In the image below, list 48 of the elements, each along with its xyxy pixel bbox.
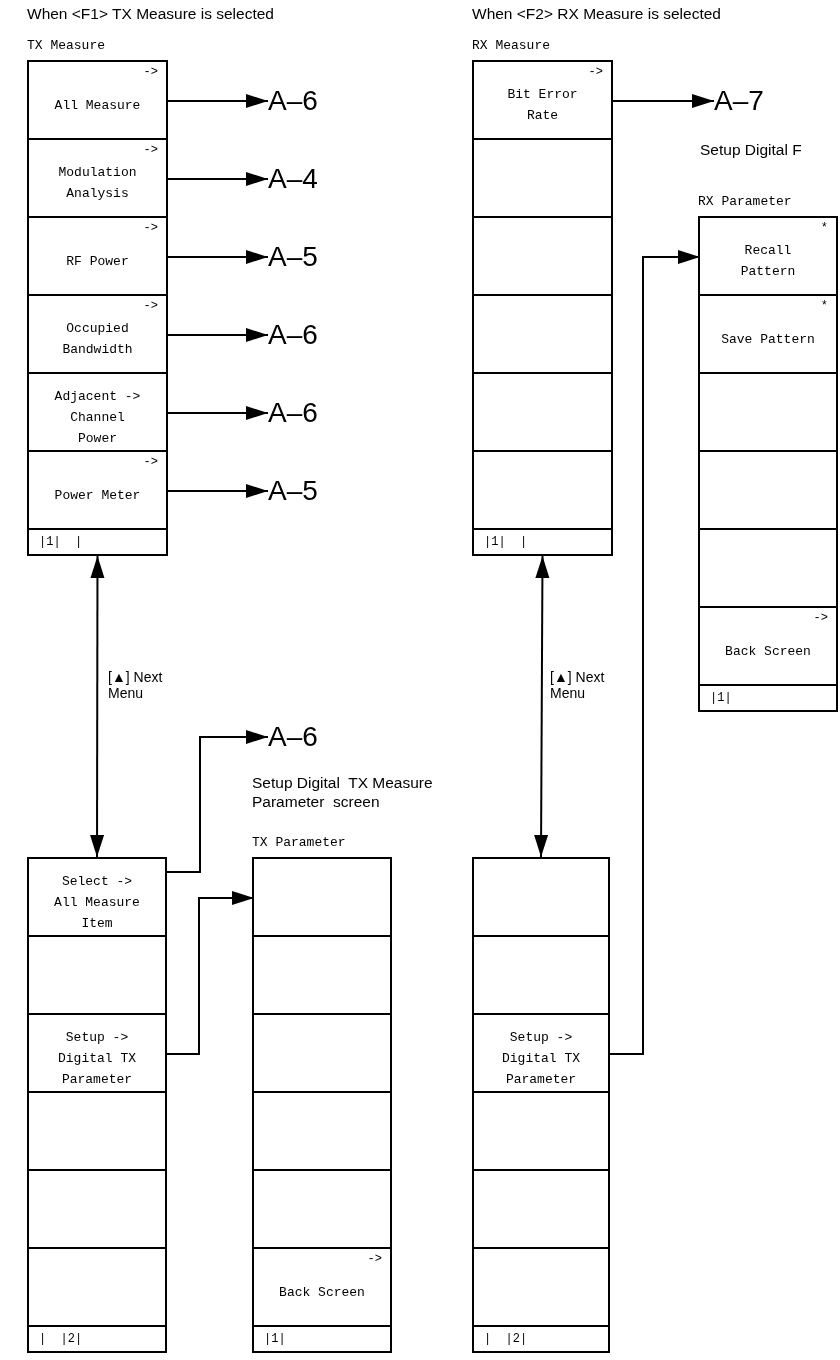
softkey-label: Power Meter: [54, 486, 141, 505]
softkey-mark: ->: [143, 454, 158, 470]
softkey-mark: ->: [813, 610, 828, 626]
menu-title: TX Parameter: [252, 835, 346, 850]
page-indicator: |1|: [264, 1332, 286, 1346]
softkey-mark: *: [820, 220, 828, 236]
page-reference: A–5: [268, 241, 318, 273]
page-reference: A–4: [268, 163, 318, 195]
softkey-label: Back Screen: [279, 1283, 365, 1302]
softkey-label: Bit Error Rate: [506, 86, 579, 125]
arrow: [90, 555, 105, 858]
softkey-mark: ->: [143, 64, 158, 80]
softkey-label: Adjacent -> Channel Power: [53, 387, 142, 448]
menu-title: RX Measure: [472, 38, 550, 53]
page-reference: A–6: [268, 85, 318, 117]
page-reference: A–5: [268, 475, 318, 507]
page-reference: A–6: [268, 319, 318, 351]
screen-caption: Setup Digital F: [700, 140, 802, 159]
softkey-label: Modulation Analysis: [57, 164, 138, 203]
softkey-label: Setup -> Digital TX Parameter: [57, 1028, 137, 1089]
softkey-label: Recall Pattern: [739, 242, 797, 281]
softkey-mark: ->: [143, 142, 158, 158]
screen-caption: When <F2> RX Measure is selected: [472, 4, 721, 23]
softkey-mark: ->: [143, 298, 158, 314]
softkey-label: Occupied Bandwidth: [61, 320, 134, 359]
page-indicator: |1|: [710, 691, 732, 705]
softkey-mark: ->: [143, 220, 158, 236]
page-indicator: |1| |: [39, 535, 83, 549]
softkey-mark: ->: [588, 64, 603, 80]
softkey-label: Back Screen: [725, 642, 811, 661]
page-reference: A–7: [714, 85, 764, 117]
softkey-label: Select -> All Measure Item: [53, 872, 141, 933]
menu-title: TX Measure: [27, 38, 105, 53]
softkey-label: Save Pattern: [721, 330, 815, 349]
screen-caption: When <F1> TX Measure is selected: [27, 4, 274, 23]
page-indicator: |1| |: [484, 535, 528, 549]
softkey-mark: ->: [367, 1251, 382, 1267]
menu-title: RX Parameter: [698, 194, 792, 209]
page-indicator: | |2|: [484, 1332, 528, 1346]
page-indicator: | |2|: [39, 1332, 83, 1346]
softkey-label: Setup -> Digital TX Parameter: [501, 1028, 581, 1089]
softkey-label: RF Power: [66, 252, 129, 271]
softkey-mark: *: [820, 298, 828, 314]
arrow: [534, 555, 550, 858]
screen-caption: Setup Digital TX Measure Parameter screen: [252, 773, 434, 811]
page-reference: A–6: [268, 397, 318, 429]
softkey-label: All Measure: [54, 96, 141, 115]
page-reference: A–6: [268, 721, 318, 753]
